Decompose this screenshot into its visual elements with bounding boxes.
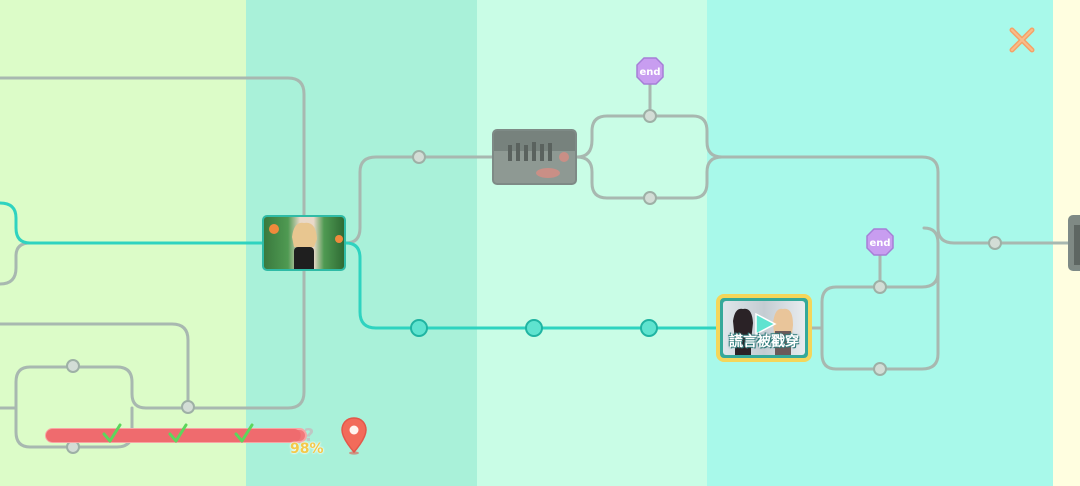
scene-image xyxy=(269,222,343,269)
end-node[interactable]: end xyxy=(636,57,664,85)
story-band-3 xyxy=(477,0,707,486)
checkmark-icon xyxy=(234,423,254,443)
close-icon[interactable] xyxy=(1006,24,1038,56)
branch-node[interactable] xyxy=(643,109,657,123)
end-label: end xyxy=(639,67,660,78)
progress-bar: ? xyxy=(45,423,314,446)
visited-node[interactable] xyxy=(640,319,658,337)
scene-thumbnail-locked[interactable] xyxy=(1068,215,1080,271)
branch-node[interactable] xyxy=(643,191,657,205)
visited-node[interactable] xyxy=(525,319,543,337)
end-node-icon xyxy=(866,228,894,256)
checkmark-icon xyxy=(168,423,188,443)
active-path xyxy=(0,201,718,330)
current-scene-thumbnail[interactable]: 謊言被戳穿 xyxy=(716,294,812,362)
branch-node[interactable] xyxy=(66,359,80,373)
visited-node[interactable] xyxy=(410,319,428,337)
checkmark-icon xyxy=(102,423,122,443)
scene-thumbnail[interactable] xyxy=(262,215,346,271)
inactive-nodes xyxy=(66,109,1002,454)
active-nodes xyxy=(410,319,658,337)
branch-node[interactable] xyxy=(873,280,887,294)
scene-image xyxy=(1074,225,1080,265)
end-node-icon xyxy=(636,57,664,85)
end-label: end xyxy=(869,238,890,249)
scene-thumbnail-locked[interactable] xyxy=(492,129,577,185)
progress-percent: 98% xyxy=(290,441,324,457)
scene-caption: 謊言被戳穿 xyxy=(729,334,799,350)
branch-node[interactable] xyxy=(181,400,195,414)
end-node[interactable]: end xyxy=(866,228,894,256)
scene-image xyxy=(494,131,575,178)
unknown-marker: ? xyxy=(304,425,314,446)
branch-node[interactable] xyxy=(412,150,426,164)
branch-node[interactable] xyxy=(873,362,887,376)
scene-image xyxy=(733,308,793,355)
location-pin-icon[interactable] xyxy=(338,416,370,456)
branch-node[interactable] xyxy=(988,236,1002,250)
play-icon[interactable] xyxy=(753,313,777,335)
